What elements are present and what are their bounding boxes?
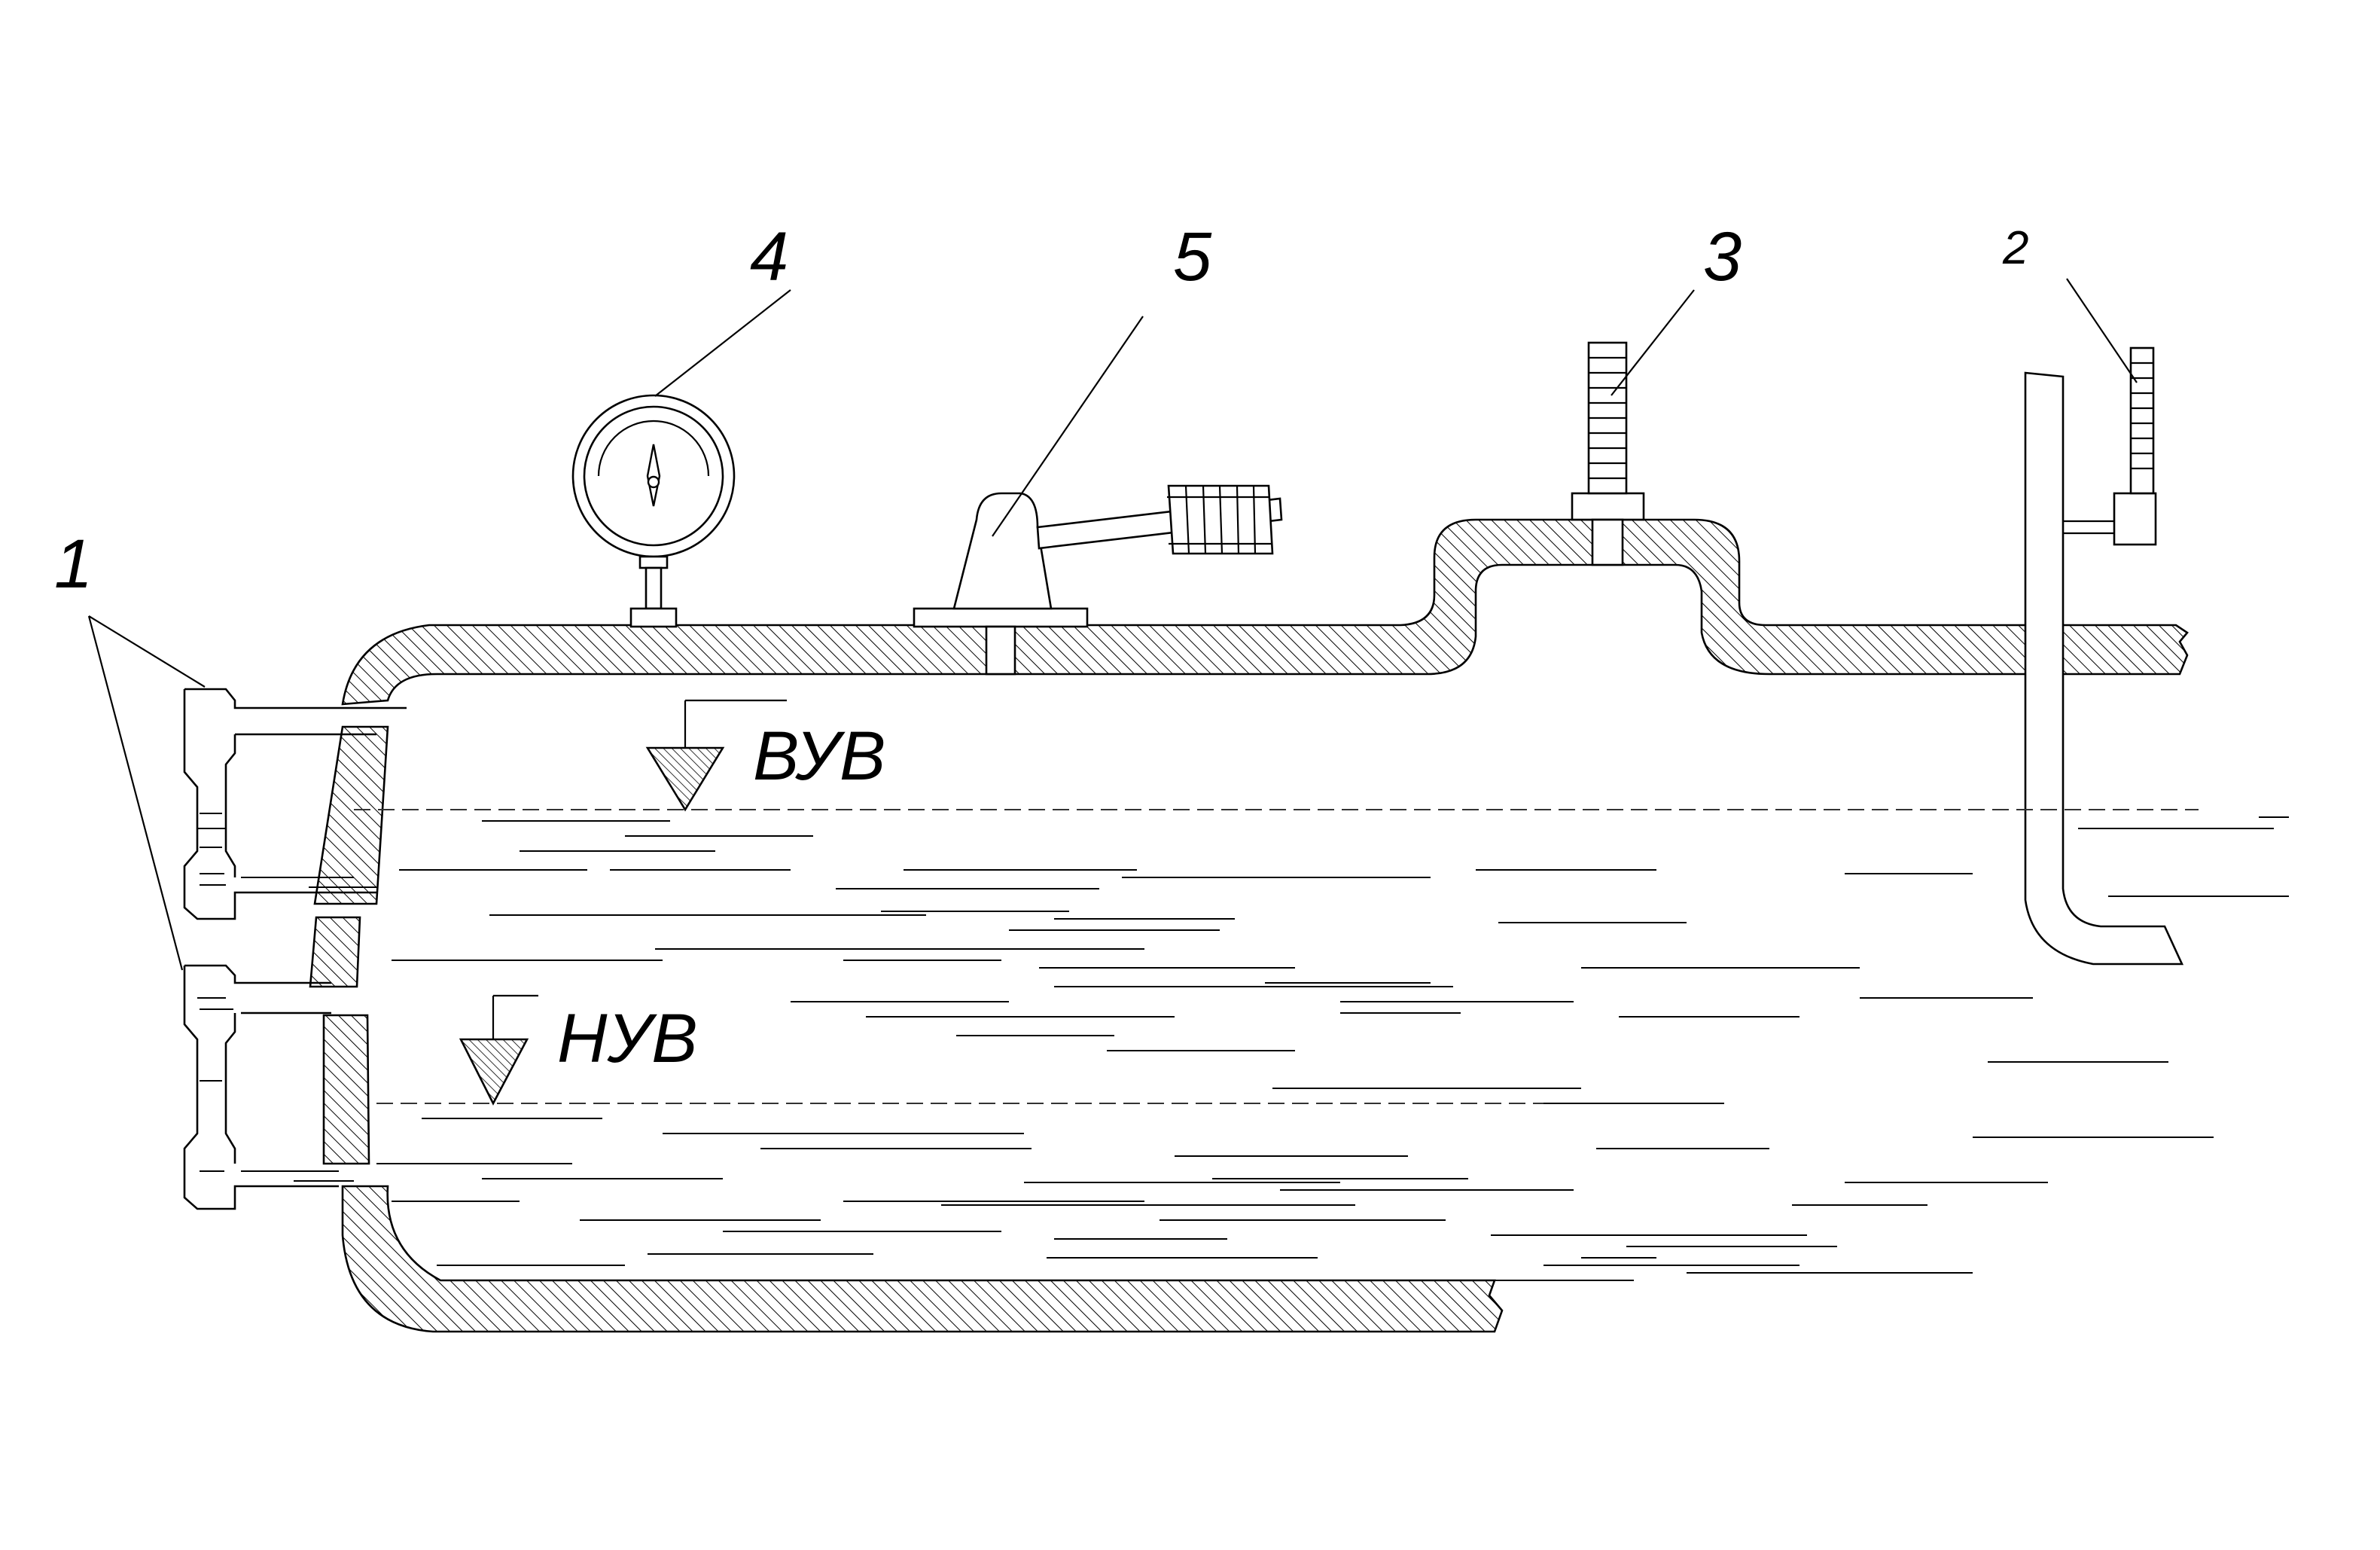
label-4: 4 xyxy=(750,218,788,295)
leader-2 xyxy=(2066,278,2138,383)
fusible-plug xyxy=(1571,341,1645,566)
drum-head-upper xyxy=(313,725,389,905)
water-gauge-upper xyxy=(183,688,407,920)
drum-head-lower xyxy=(322,1014,370,1165)
label-1: 1 xyxy=(54,526,93,603)
standpipe xyxy=(2024,346,2184,966)
safety-valve xyxy=(913,484,1283,676)
pressure-gauge xyxy=(571,394,736,628)
upper-level-label: ВУВ xyxy=(753,718,885,795)
leader-3 xyxy=(1611,289,1695,396)
leader-4 xyxy=(654,289,791,397)
label-3: 3 xyxy=(1703,218,1742,295)
water-gauge-lower xyxy=(183,964,354,1210)
lower-water-level-marker xyxy=(376,994,1581,1106)
lower-level-label: НУВ xyxy=(557,1000,698,1077)
water-surface-lines xyxy=(376,816,2289,1281)
upper-water-level-marker xyxy=(354,699,2199,812)
label-2: 2 xyxy=(2002,222,2028,274)
drum-head-middle xyxy=(309,916,361,988)
label-5: 5 xyxy=(1173,218,1212,295)
leader-5 xyxy=(992,316,1144,537)
drum-top-wall xyxy=(341,518,2189,706)
leader-1 xyxy=(87,615,206,971)
drum-bottom-wall xyxy=(341,1185,1504,1333)
